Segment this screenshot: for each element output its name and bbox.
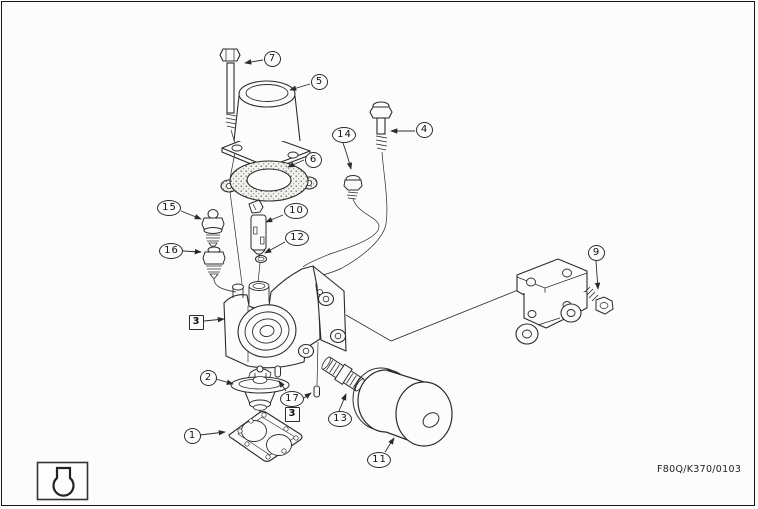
callout-5: 5 — [310, 74, 328, 90]
callout-14: 14 — [332, 127, 356, 143]
engine-bracket — [515, 258, 588, 345]
bracket-alignment-line — [345, 271, 564, 342]
callout-9: 9 — [587, 245, 605, 261]
callout-13: 13 — [328, 411, 352, 427]
callout-3-housing: 3 — [188, 314, 204, 330]
callout-6: 6 — [304, 152, 322, 168]
thermostat-icon — [52, 466, 75, 497]
callout-12: 12 — [285, 230, 309, 246]
figure-code: F80Q/K370/0103 — [657, 464, 742, 475]
callout-10: 10 — [284, 203, 308, 219]
callout-15: 15 — [157, 200, 181, 216]
callout-4: 4 — [415, 122, 433, 138]
housing-3 — [223, 265, 347, 369]
callout-11: 11 — [367, 452, 391, 468]
legend-box — [36, 461, 89, 501]
pins-17 — [274, 365, 320, 398]
sensor-16 — [202, 246, 226, 280]
callout-arrows — [180, 59, 601, 453]
o-ring-12 — [255, 255, 267, 263]
alignment-lines — [211, 129, 388, 386]
callout-1: 1 — [183, 428, 201, 444]
callout-2: 2 — [199, 370, 217, 386]
gasket-6 — [220, 160, 318, 202]
gasket-plate-1 — [228, 410, 303, 463]
bolt-14 — [343, 175, 363, 200]
bolt-9 — [584, 286, 614, 315]
oil-filter-11 — [352, 367, 453, 447]
fitting-13 — [321, 356, 365, 392]
outlet-tube-5 — [221, 80, 311, 172]
sensor-15 — [201, 209, 225, 247]
callout-16: 16 — [159, 243, 183, 259]
callout-17: 17 — [280, 391, 304, 407]
bolt-4 — [369, 101, 393, 151]
callout-3-pin: 3 — [284, 406, 300, 422]
callout-7: 7 — [263, 51, 281, 67]
bolt-7 — [219, 48, 241, 129]
thermostat-2 — [230, 365, 290, 414]
valve-10 — [248, 199, 267, 257]
